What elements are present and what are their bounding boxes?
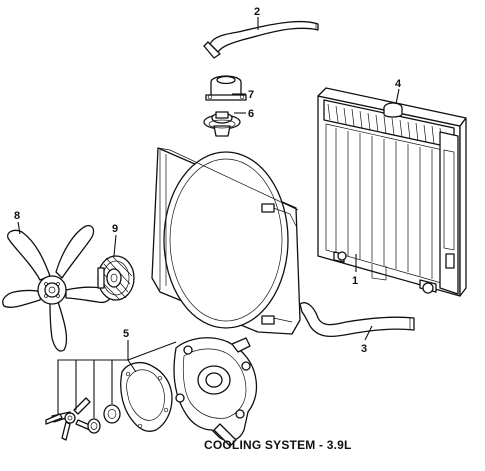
water-pump [173,337,258,447]
small-fan [45,397,93,441]
callout-4: 4 [395,78,402,90]
pulley [87,418,101,434]
callout-1: 1 [352,275,358,287]
diagram-caption: COOLING SYSTEM - 3.9L [204,438,352,452]
leader-lines [17,17,400,418]
upper-radiator-hose [203,20,319,59]
fan-clutch [97,255,135,301]
callout-5: 5 [123,328,129,340]
callout-6: 6 [248,108,254,120]
fan-blade [2,225,112,352]
radiator [317,87,467,297]
water-pump-gasket [120,361,173,432]
callout-8: 8 [14,210,20,222]
callout-2: 2 [254,6,260,18]
lower-radiator-hose [299,302,415,338]
callout-9: 9 [112,223,118,235]
callout-3: 3 [361,343,367,355]
thermostat-housing [205,75,247,101]
bearing [103,404,121,424]
callout-7: 7 [248,89,254,101]
fan-shroud [151,147,301,335]
thermostat [203,111,241,137]
